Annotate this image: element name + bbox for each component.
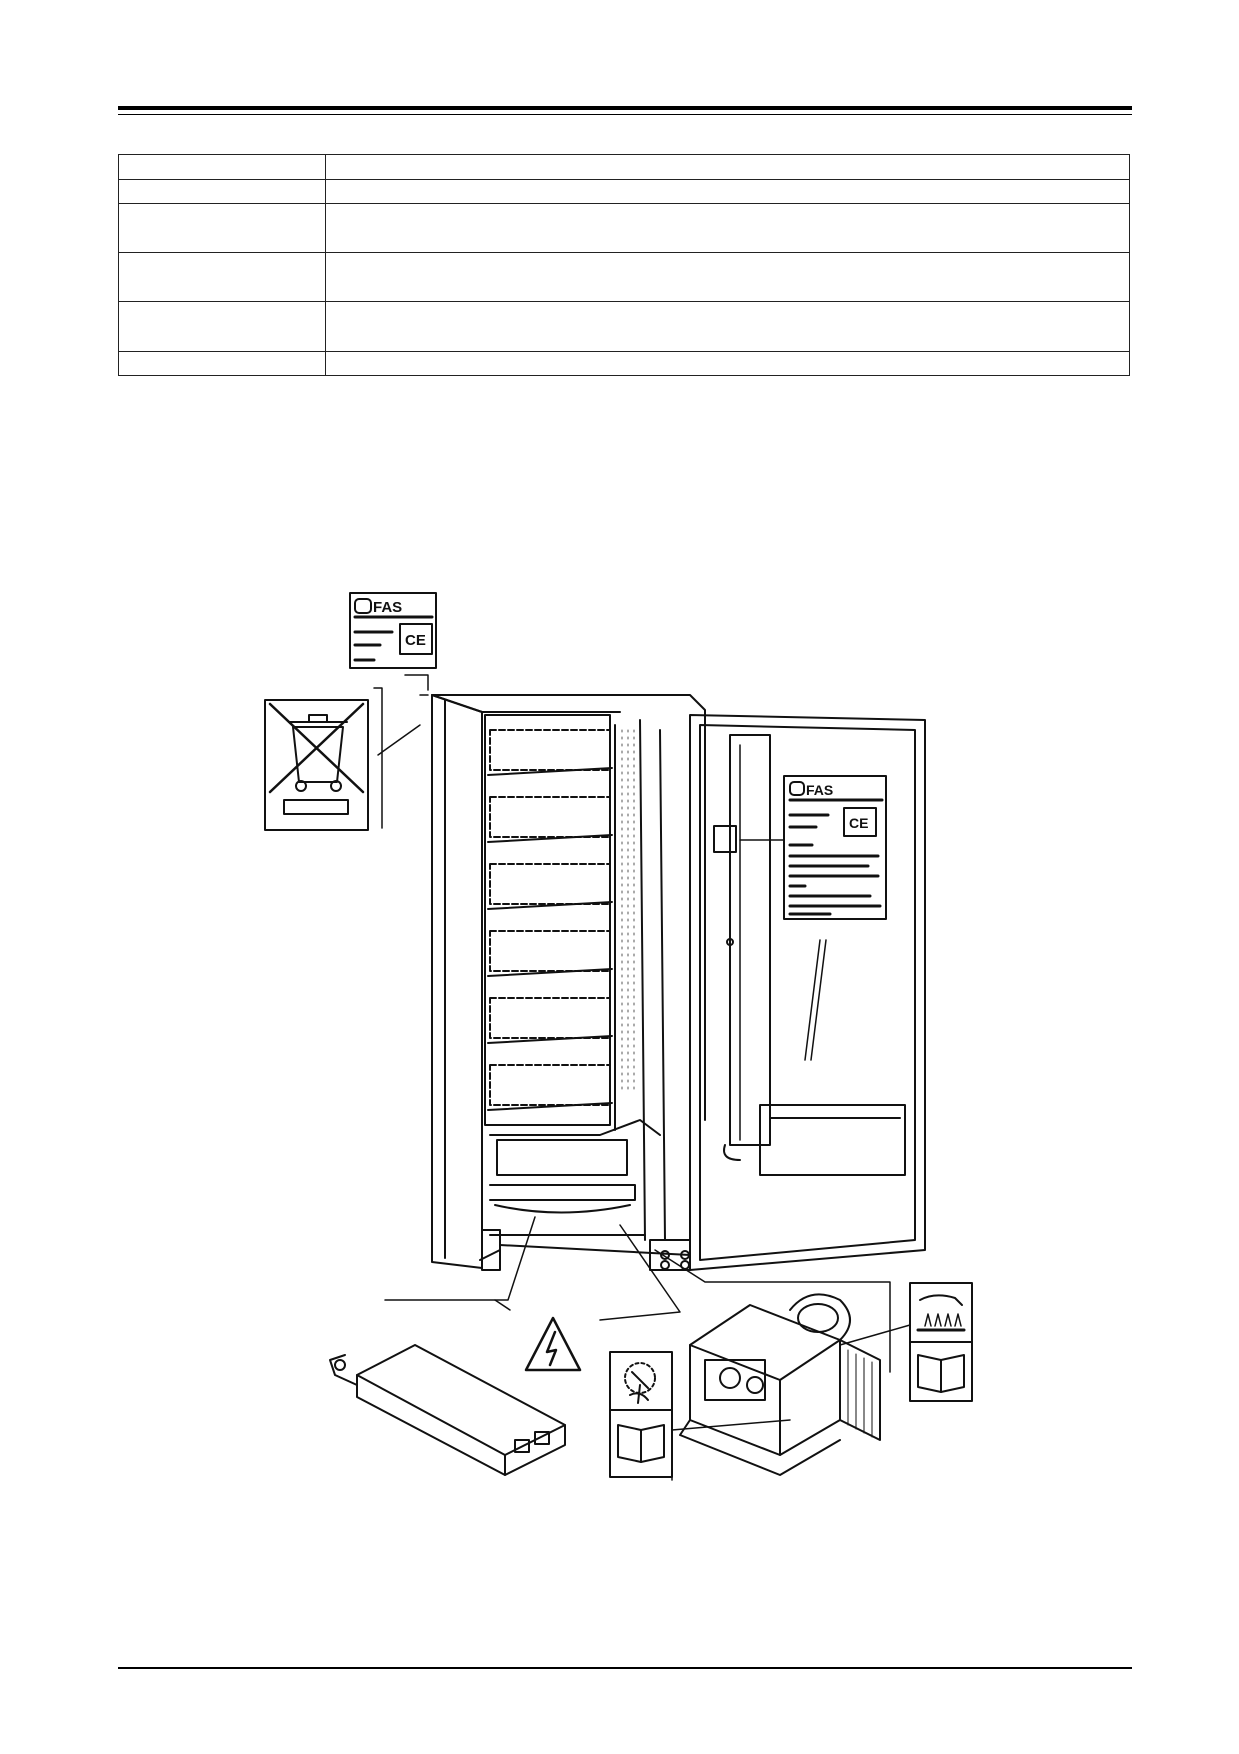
perforated-panel xyxy=(621,729,635,1091)
tray xyxy=(487,863,613,910)
header-rule xyxy=(118,106,1132,110)
rating-plate-top: FAS CE xyxy=(349,592,437,669)
tray xyxy=(487,1064,613,1111)
table-cell-value xyxy=(325,252,1130,302)
spiral-trays xyxy=(487,729,613,1111)
logo-text: FAS xyxy=(373,599,402,616)
table-row xyxy=(118,351,1130,376)
electrical-hazard-icon xyxy=(524,1316,582,1372)
table-row xyxy=(118,154,1130,180)
table-row xyxy=(118,252,1130,302)
table-cell-label xyxy=(118,179,326,204)
spec-table xyxy=(118,154,1130,376)
tray xyxy=(487,930,613,977)
table-cell-label xyxy=(118,351,326,376)
header-rule-thin xyxy=(118,114,1132,115)
vending-machine-illustration: FAS CE xyxy=(264,592,973,1481)
hand-warning-icon xyxy=(624,1362,656,1404)
door-logo-text: FAS xyxy=(806,782,833,798)
table-row xyxy=(118,179,1130,204)
table-cell-value xyxy=(325,301,1130,352)
table-cell-value xyxy=(325,154,1130,180)
hot-surface-icon xyxy=(916,1294,966,1332)
tray xyxy=(487,729,613,776)
table-cell-label xyxy=(118,154,326,180)
table-cell-value xyxy=(325,179,1130,204)
tray xyxy=(487,997,613,1044)
door-ce-mark: CE xyxy=(849,815,868,831)
tray xyxy=(487,796,613,843)
manual-book-icon xyxy=(917,1354,965,1393)
table-cell-value xyxy=(325,351,1130,376)
table-cell-label xyxy=(118,301,326,352)
hot-surface-label xyxy=(909,1282,973,1402)
table-cell-label xyxy=(118,252,326,302)
open-door xyxy=(689,714,926,1271)
refrigeration-unit xyxy=(679,1293,881,1476)
fas-logo: FAS xyxy=(354,598,402,616)
ce-mark: CE xyxy=(405,632,426,649)
table-cell-label xyxy=(118,203,326,253)
hand-warning-label xyxy=(609,1351,673,1478)
power-supply-unit xyxy=(329,1344,566,1476)
weee-crossed-bin-icon xyxy=(264,699,369,831)
footer-rule xyxy=(118,1667,1132,1669)
table-row xyxy=(118,203,1130,253)
table-cell-value xyxy=(325,203,1130,253)
cabinet xyxy=(431,694,706,1271)
table-row xyxy=(118,301,1130,352)
delivery-bin xyxy=(489,1119,661,1236)
rating-plate-door: FAS CE xyxy=(783,775,887,920)
manual-book-icon xyxy=(617,1424,665,1463)
